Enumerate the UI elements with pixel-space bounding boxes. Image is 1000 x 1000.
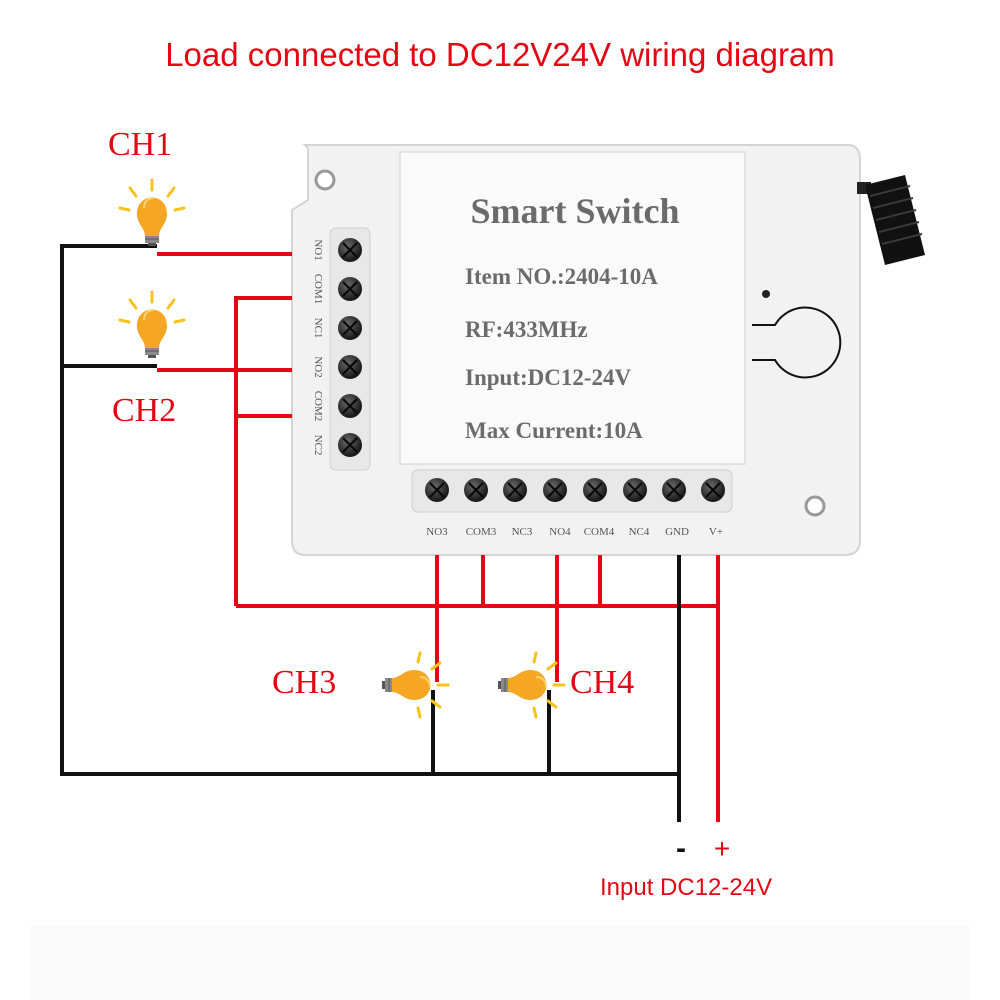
terminal-label-nc1: NC1	[312, 318, 324, 339]
spec-rf: RF:433MHz	[465, 317, 588, 342]
terminal-label-gnd: GND	[665, 526, 689, 538]
terminal-label-com3: COM3	[466, 526, 497, 538]
channel-label-ch3: CH3	[272, 664, 337, 701]
terminal-label-no3: NO3	[426, 526, 448, 538]
channel-label-ch2: CH2	[112, 392, 177, 429]
bottom-band	[30, 925, 970, 1000]
diagram-title: Load connected to DC12V24V wiring diagra…	[165, 36, 835, 73]
positive-wiring	[157, 252, 720, 822]
pairing-button-icon[interactable]	[752, 290, 842, 379]
terminal-label-com4: COM4	[584, 526, 615, 538]
terminal-label-com2: COM2	[312, 391, 324, 422]
terminal-label-com1: COM1	[312, 274, 324, 305]
terminal-screw-nc3	[501, 476, 529, 504]
mounting-hole-icon	[804, 495, 826, 517]
smart-switch-module	[291, 144, 861, 556]
spec-item-number: Item NO.:2404-10A	[465, 264, 658, 289]
light-bulb-icon	[496, 651, 566, 719]
spec-input: Input:DC12-24V	[465, 365, 632, 390]
terminal-screw-com1	[336, 275, 364, 303]
terminal-screw-gnd	[660, 476, 688, 504]
terminal-screw-nc4	[621, 476, 649, 504]
mounting-hole-icon	[314, 169, 336, 191]
terminal-label-no2: NO2	[312, 356, 324, 377]
terminal-screw-no1	[336, 236, 364, 264]
terminal-screw-no2	[336, 353, 364, 381]
light-bulb-icon	[118, 290, 186, 360]
terminal-screw-nc1	[336, 314, 364, 342]
terminal-screw-com3	[462, 476, 490, 504]
channel-label-ch4: CH4	[570, 664, 635, 701]
terminal-label-no1: NO1	[312, 239, 324, 260]
negative-wiring	[60, 244, 681, 822]
terminal-label-nc4: NC4	[629, 526, 650, 538]
terminal-screw-vplus	[699, 476, 727, 504]
negative-terminal-mark: -	[676, 832, 686, 865]
terminal-screw-com2	[336, 392, 364, 420]
positive-terminal-mark: +	[714, 833, 730, 864]
antenna-icon	[857, 175, 925, 265]
input-voltage-label: Input DC12-24V	[600, 874, 773, 901]
terminal-label-no4: NO4	[549, 526, 571, 538]
spec-max-current: Max Current:10A	[465, 418, 643, 443]
terminal-label-nc2: NC2	[312, 435, 324, 456]
terminal-screw-no4	[541, 476, 569, 504]
terminal-label-vplus: V+	[709, 526, 723, 538]
terminal-screw-no3	[423, 476, 451, 504]
channel-label-ch1: CH1	[108, 126, 173, 163]
terminal-label-nc3: NC3	[512, 526, 533, 538]
light-bulb-icon	[380, 651, 450, 719]
terminal-screw-com4	[581, 476, 609, 504]
module-name: Smart Switch	[471, 191, 680, 231]
terminal-screw-nc2	[336, 431, 364, 459]
light-bulb-icon	[118, 178, 186, 248]
